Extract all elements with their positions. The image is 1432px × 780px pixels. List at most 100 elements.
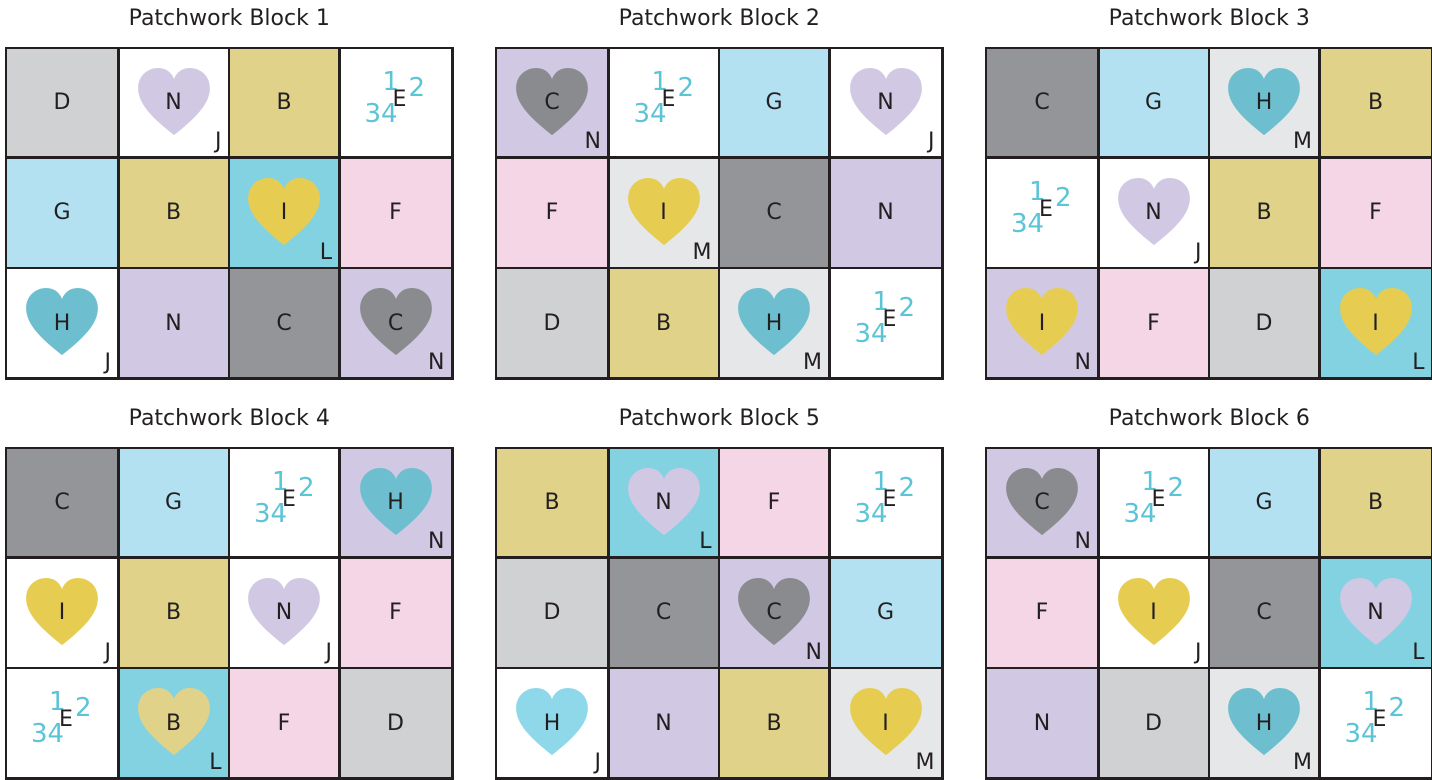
- patch-cell: N: [119, 269, 228, 377]
- patch-letter: B: [1256, 200, 1272, 225]
- corner-letter: J: [1195, 639, 1202, 665]
- patch-letter: F: [277, 710, 291, 736]
- patch-letter: E: [282, 487, 296, 512]
- patch-letter: G: [876, 600, 895, 625]
- patch-letter: C: [766, 200, 782, 225]
- patch-letter: F: [1147, 310, 1160, 336]
- number-2-label: 2: [898, 293, 916, 323]
- corner-letter: J: [104, 350, 112, 375]
- patch-letter: N: [275, 600, 293, 625]
- patch-letter: E: [661, 87, 676, 112]
- number-34-label: 34: [31, 719, 65, 749]
- corner-letter: J: [1195, 239, 1202, 265]
- patch-letter: N: [1033, 710, 1051, 736]
- patch-letter: C: [276, 310, 292, 336]
- patch-letter: D: [543, 310, 561, 336]
- patch-letter: N: [877, 90, 894, 115]
- patch-letter: I: [1372, 310, 1379, 336]
- heart-icon: [738, 577, 810, 645]
- corner-letter: M: [1293, 129, 1312, 154]
- block-title: Patchwork Block 2: [618, 6, 820, 31]
- number-1-label: 1: [49, 687, 66, 717]
- patch-cell: B: [1320, 449, 1431, 556]
- number-2-label: 2: [75, 693, 92, 723]
- number-2-label: 2: [1055, 182, 1072, 213]
- patch-letter: B: [276, 90, 292, 115]
- patch-cell: F: [340, 558, 451, 667]
- patch-letter: I: [660, 200, 667, 225]
- patch-letter: I: [1150, 600, 1157, 625]
- patch-letter: F: [389, 200, 402, 225]
- patch-letter: N: [655, 710, 672, 736]
- number-1-label: 1: [1141, 467, 1159, 497]
- number-34-label: 34: [364, 99, 398, 129]
- heart-icon: [1006, 467, 1078, 535]
- number-1-label: 1: [1029, 176, 1046, 207]
- patch-letter: C: [544, 90, 560, 115]
- patch-cell: N: [987, 669, 1097, 777]
- heart-icon: [849, 67, 922, 135]
- patch-letter: G: [1144, 90, 1163, 115]
- patch-letter: N: [165, 90, 182, 115]
- patch-cell: B: [1320, 49, 1431, 156]
- heart-icon: [627, 177, 700, 245]
- number-2-label: 2: [1388, 693, 1406, 723]
- block-title: Patchwork Block 1: [128, 6, 330, 31]
- heart-icon: [359, 288, 432, 356]
- number-1-label: 1: [872, 467, 890, 497]
- patch-letter: F: [1035, 600, 1049, 625]
- number-34-label: 34: [633, 99, 667, 129]
- patch-cell: D: [1099, 669, 1208, 777]
- patch-cell: D: [497, 558, 607, 667]
- heart-icon: [1228, 688, 1300, 756]
- patch-cell: G: [1099, 49, 1208, 156]
- patch-cell: G: [830, 558, 941, 667]
- block-title: Patchwork Block 3: [1108, 6, 1310, 31]
- patch-letter: H: [543, 710, 561, 736]
- number-34-label: 34: [854, 319, 888, 349]
- heart-icon: [738, 288, 810, 356]
- patch-letter: E: [882, 487, 897, 512]
- patch-letter: B: [1367, 90, 1384, 115]
- heart-icon: [1006, 288, 1078, 356]
- patch-letter: E: [1039, 196, 1053, 222]
- heart-icon: [1117, 177, 1190, 245]
- corner-letter: L: [699, 529, 712, 554]
- patch-letter: H: [387, 490, 404, 515]
- patch-cell: C: [720, 158, 828, 267]
- patch-letter: N: [877, 200, 894, 225]
- patch-cell: G: [119, 449, 228, 556]
- patch-cell: F: [1099, 269, 1208, 377]
- number-1-label: 1: [272, 467, 289, 497]
- patch-letter: E: [882, 307, 897, 332]
- patch-letter: B: [165, 600, 182, 625]
- patch-letter: F: [1369, 200, 1382, 225]
- patch-letter: B: [766, 710, 782, 736]
- patch-letter: G: [765, 90, 783, 115]
- patch-cell: D: [7, 49, 117, 156]
- heart-icon: [359, 467, 432, 535]
- corner-letter: N: [428, 529, 445, 554]
- heart-icon: [137, 67, 210, 135]
- patch-cell: N: [830, 158, 941, 267]
